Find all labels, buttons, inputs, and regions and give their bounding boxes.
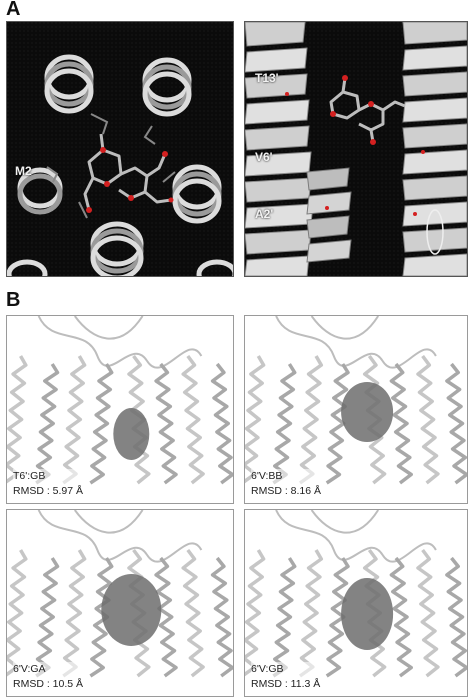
helix-ribbon — [154, 362, 178, 485]
helix-ribbon — [445, 556, 467, 678]
model-name: 6'V:GB — [251, 663, 284, 675]
helix-ribbon — [154, 556, 178, 678]
protein-loops — [275, 510, 437, 563]
right-helix-ribbon — [402, 22, 467, 276]
helix-ribbon — [210, 556, 233, 678]
protein-structure-2 — [245, 316, 467, 485]
middle-helix-ribbon — [306, 167, 352, 263]
protein-structure-3 — [7, 510, 233, 678]
helix-coil-1 — [44, 54, 94, 114]
model-rmsd: RMSD : 10.5 Å — [13, 678, 84, 690]
protein-structure-1 — [7, 316, 233, 485]
panel-a-label: A — [6, 0, 21, 20]
model-name: 6'V:BB — [251, 470, 283, 482]
helix-ribbon — [210, 362, 233, 485]
cavity-surface — [341, 578, 394, 650]
helix-ribbon — [181, 354, 205, 485]
helix-ribbon — [298, 355, 324, 485]
protein-loops — [275, 316, 437, 369]
protein-loops — [37, 316, 203, 369]
helix-ribbon — [298, 549, 324, 678]
m2-label: M2 — [15, 164, 32, 178]
helix-ribbon — [272, 557, 297, 678]
helix-ribbon — [416, 548, 440, 678]
helix-ribbon — [62, 355, 87, 485]
model-caption-1: T6':GB RMSD : 5.97 Å — [13, 469, 84, 499]
side-view-image — [245, 22, 467, 276]
helix-ribbon — [245, 355, 266, 484]
helix-ribbon — [389, 362, 413, 485]
protein-structure-4 — [245, 510, 467, 678]
helix-coil-2 — [142, 57, 192, 117]
model-rmsd: RMSD : 5.97 Å — [13, 485, 84, 497]
model-caption-4: 6'V:GB RMSD : 11.3 Å — [251, 662, 321, 692]
helix-ribbon — [7, 549, 28, 677]
helix-ribbon — [35, 557, 60, 678]
helix-coil-3 — [17, 167, 63, 215]
cavity-surface — [113, 408, 150, 460]
model-name: 6'V:GA — [13, 663, 46, 675]
left-helix-ribbon — [245, 22, 314, 276]
protein-loops — [37, 510, 203, 563]
model-caption-2: 6'V:BB RMSD : 8.16 Å — [251, 469, 322, 499]
model-panel-4: 6'V:GB RMSD : 11.3 Å — [244, 509, 468, 697]
helix-ribbon — [181, 548, 205, 678]
helix-ribbon — [245, 549, 266, 677]
cavity-surface — [101, 574, 162, 646]
model-rmsd: RMSD : 11.3 Å — [251, 678, 321, 690]
helix-ribbon — [272, 363, 297, 485]
side-view-panel: T13' V6' A2' — [244, 21, 468, 277]
helix-ribbon — [389, 556, 413, 678]
cavity-surface — [341, 382, 394, 442]
helix-coil-5 — [90, 221, 144, 276]
model-panel-3: 6'V:GA RMSD : 10.5 Å — [6, 509, 234, 697]
panel-b-label: B — [6, 289, 21, 311]
a2-label: A2' — [255, 207, 274, 221]
helix-ribbon — [7, 355, 28, 484]
helix-ribbon — [35, 363, 60, 485]
top-view-panel: M2 — [6, 21, 234, 277]
helix-ribbon — [62, 549, 87, 678]
v6-label: V6' — [255, 150, 273, 164]
helix-ribbon — [89, 363, 114, 485]
top-view-image — [7, 22, 233, 276]
model-rmsd: RMSD : 8.16 Å — [251, 485, 322, 497]
t13-label: T13' — [255, 71, 279, 85]
model-caption-3: 6'V:GA RMSD : 10.5 Å — [13, 662, 84, 692]
helix-ribbon — [416, 354, 440, 485]
model-panel-1: T6':GB RMSD : 5.97 Å — [6, 315, 234, 504]
helix-ribbon — [445, 362, 467, 485]
model-name: T6':GB — [13, 470, 46, 482]
helix-coil-6 — [7, 259, 233, 276]
model-panel-2: 6'V:BB RMSD : 8.16 Å — [244, 315, 468, 504]
helix-coil-4 — [172, 164, 222, 224]
